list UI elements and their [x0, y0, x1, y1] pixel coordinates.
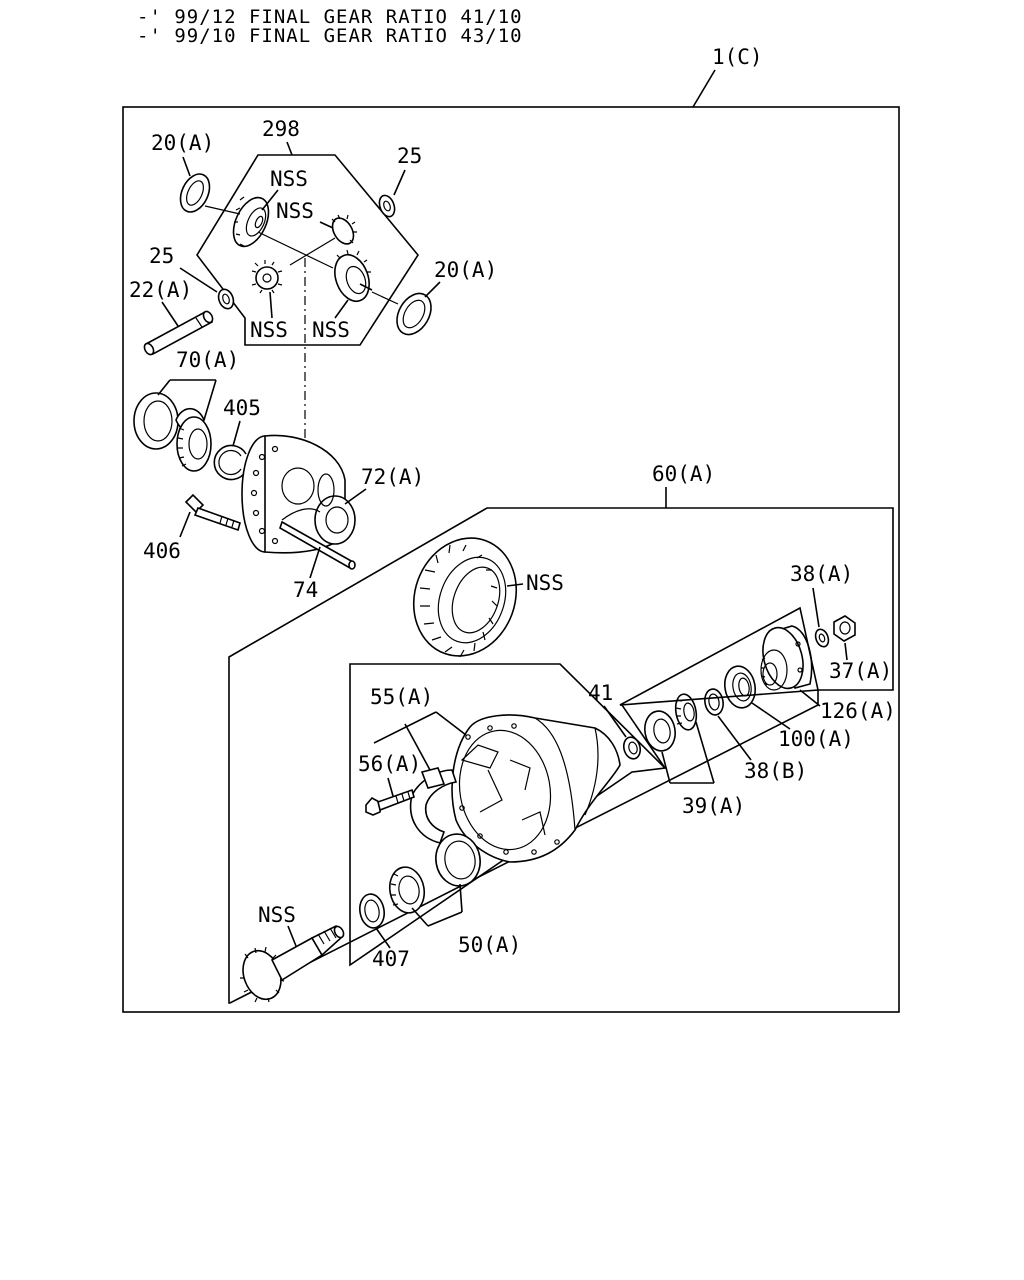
bolt-56a: [365, 788, 415, 816]
nut-37a: [833, 615, 856, 642]
label-126a: 126(A): [820, 699, 896, 723]
label-406: 406: [143, 539, 181, 563]
group-case-outline: [349, 663, 667, 967]
shim-407: [359, 893, 385, 929]
label-100a: 100(A): [778, 727, 854, 751]
side-gear-right: [334, 249, 373, 303]
label-50a: 50(A): [458, 933, 521, 957]
header-line-1: -' 99/12 FINAL GEAR RATIO 41/10: [137, 6, 523, 28]
drive-pinion: [240, 924, 345, 1003]
bearing-50a: [388, 866, 426, 914]
label-60a: 60(A): [652, 462, 715, 486]
washer-38b: [704, 688, 724, 716]
label-nss-ring: NSS: [526, 571, 564, 595]
label-39a: 39(A): [682, 794, 745, 818]
pinion-gear-top: [331, 214, 357, 245]
bearing-race: [435, 833, 481, 887]
label-38a: 38(A): [790, 562, 853, 586]
assembly-frame: [122, 106, 900, 1013]
header-line-2: -' 99/10 FINAL GEAR RATIO 43/10: [137, 25, 523, 47]
label-25-left: 25: [149, 244, 174, 268]
label-407: 407: [372, 947, 410, 971]
washer-38a: [814, 628, 830, 648]
label-74: 74: [293, 578, 318, 602]
label-nss-pinion: NSS: [258, 903, 296, 927]
label-298: 298: [262, 117, 300, 141]
label-nss-2: NSS: [276, 199, 314, 223]
snap-ring-405: [213, 444, 247, 481]
ring-gear: [412, 537, 518, 658]
label-70a: 70(A): [176, 348, 239, 372]
bearing-39a: [644, 693, 698, 752]
oil-seal-100a: [723, 665, 757, 709]
spacer-41: [622, 736, 642, 760]
label-20a-top: 20(A): [151, 131, 214, 155]
pin-74: [279, 520, 356, 570]
label-405: 405: [223, 396, 261, 420]
washer-25-top: [378, 194, 396, 218]
washer-25-left: [217, 288, 235, 310]
carrier-housing: [451, 714, 621, 863]
flange-126a: [760, 625, 813, 691]
label-nss-4: NSS: [312, 318, 350, 342]
pinion-shaft-22a: [143, 310, 214, 356]
bearing-70a: [133, 392, 212, 472]
assembly-label: 1(C): [712, 45, 763, 69]
label-72a: 72(A): [361, 465, 424, 489]
label-37a: 37(A): [829, 659, 892, 683]
label-56a: 56(A): [358, 752, 421, 776]
label-22a: 22(A): [129, 278, 192, 302]
label-nss-3: NSS: [250, 318, 288, 342]
group-298-outline: [196, 154, 419, 346]
label-nss-1: NSS: [270, 167, 308, 191]
side-gear-left: [232, 196, 270, 248]
assembly-leader: [692, 69, 716, 108]
bolt-406: [184, 493, 241, 532]
thrust-washer-20a-top: [179, 173, 211, 213]
label-20a-right: 20(A): [434, 258, 497, 282]
label-41: 41: [588, 681, 613, 705]
pinion-gear-left: [251, 260, 283, 294]
bearing-cap-55a: [409, 767, 458, 844]
label-25-top: 25: [397, 144, 422, 168]
label-38b: 38(B): [744, 759, 807, 783]
thrust-washer-20a-right: [396, 292, 432, 336]
label-55a: 55(A): [370, 685, 433, 709]
